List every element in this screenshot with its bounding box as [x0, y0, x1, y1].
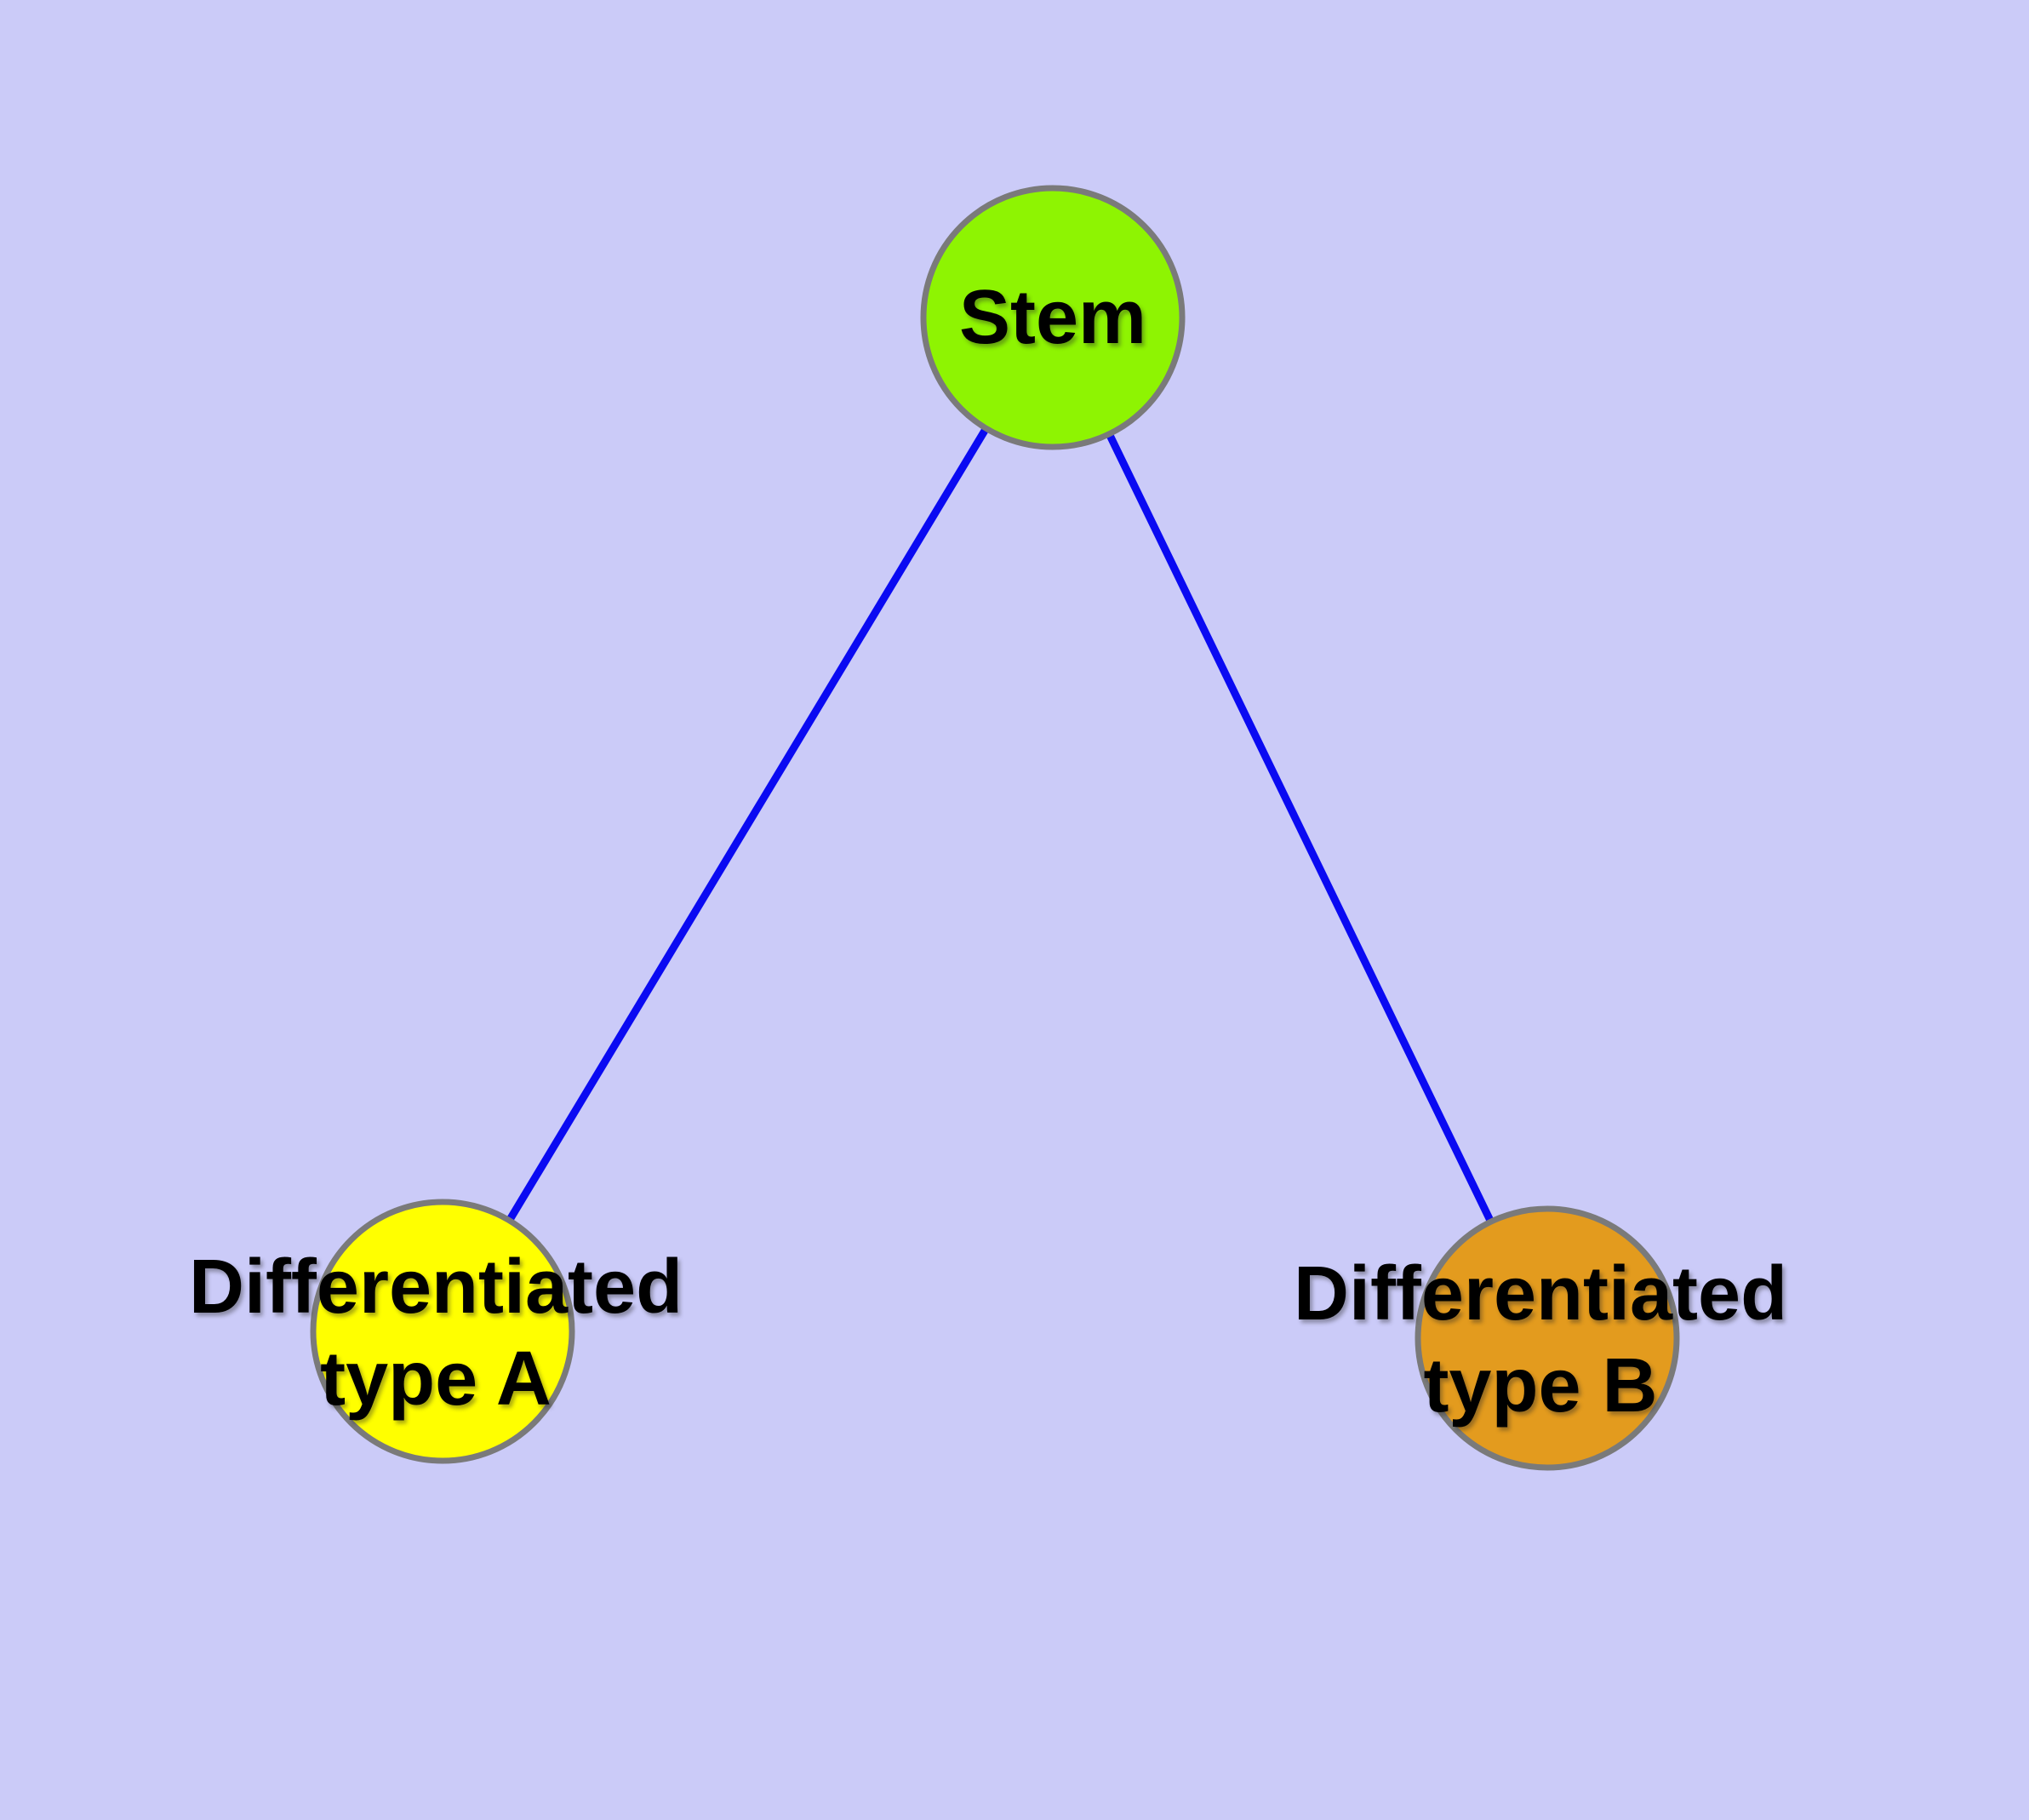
edge-stem-to-type-a: [439, 315, 1056, 1334]
node-type-b-circle[interactable]: [1415, 1205, 1680, 1471]
edge-stem-to-type-b: [1049, 316, 1552, 1340]
node-type-a-circle[interactable]: [310, 1199, 575, 1464]
node-stem-circle[interactable]: [920, 185, 1186, 450]
